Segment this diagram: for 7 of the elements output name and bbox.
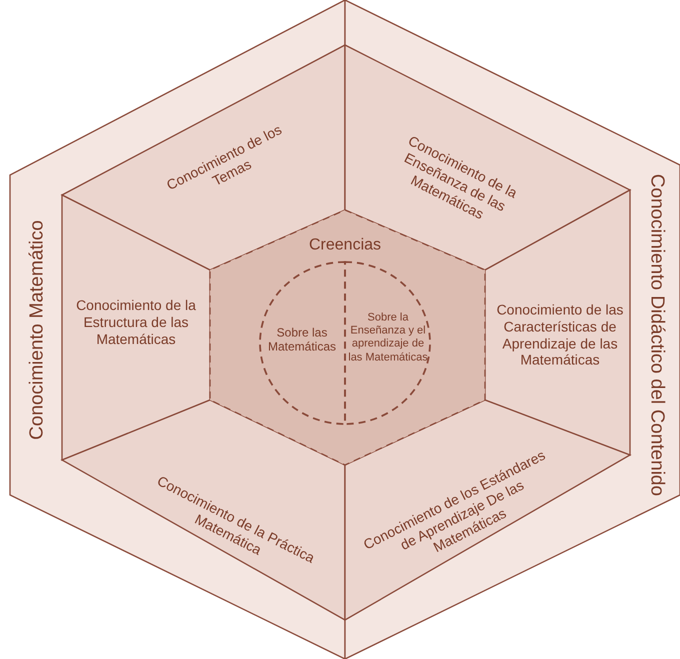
segment-label: Sobre las Matemáticas <box>266 326 338 354</box>
segment-label: Conocimiento Didáctico del Contenido <box>645 172 668 498</box>
segment-label: Conocimiento Matemático <box>26 219 49 442</box>
segment-label: Sobre la Enseñanza y el aprendizaje de las Matemáticas <box>347 312 429 364</box>
segment-label: Conocimiento de las Características de Aprendizaje de las Matemáticas <box>496 301 624 369</box>
group-title: Creencias <box>308 235 382 255</box>
segment-label: Conocimiento de la Estructura de las Matemáticas <box>75 296 197 348</box>
